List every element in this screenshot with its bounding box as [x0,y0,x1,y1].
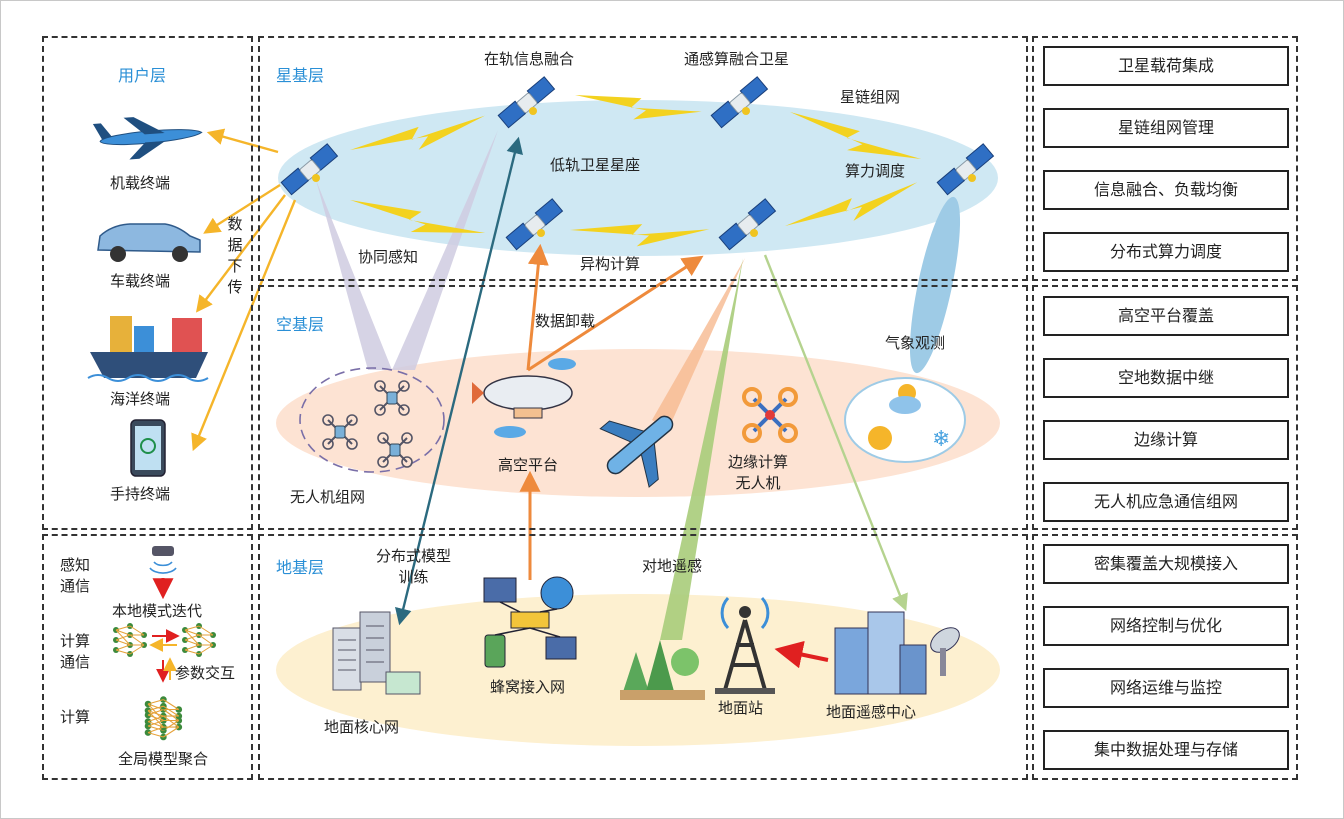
edge-beam [652,258,745,430]
ground-layer-title: 地基层 [276,558,325,577]
vehicle-terminal-label: 车载终端 [110,272,171,290]
function-box: 边缘计算 [1043,420,1289,460]
hap-label: 高空平台 [498,456,559,474]
function-box: 集中数据处理与存储 [1043,730,1289,770]
user-layer-panel [42,36,253,530]
drone-network-ring [299,367,445,473]
server-icon [332,611,421,695]
ground-station-icon [715,596,775,694]
function-box: 信息融合、负载均衡 [1043,170,1289,210]
downlink-arrow [195,194,286,313]
handheld-terminal-label: 手持终端 [110,485,171,503]
snowflake-icon: ❄ [932,427,950,452]
sun-icon [868,426,892,450]
star-layer-title: 星基层 [276,66,325,85]
phone-terminal-icon [130,419,166,477]
function-box: 星链组网管理 [1043,108,1289,148]
cellular-network-icon [483,576,577,668]
function-box: 网络运维与监控 [1043,668,1289,708]
star-link-label: 星链组网 [840,88,901,106]
heterogeneous-compute-label: 异构计算 [580,255,641,273]
distributed-training-label: 分布式模型 训练 [376,547,452,586]
star-functions-panel [1032,36,1298,281]
function-box: 卫星载荷集成 [1043,46,1289,86]
data-offload-label: 数据卸载 [535,312,596,330]
compute-label: 计算 [60,708,91,726]
drone-network-label: 无人机组网 [290,488,366,506]
learning-panel [42,534,253,780]
training-arrow [395,136,523,626]
downlink-arrow [206,128,279,154]
edge-drone-label: 边缘计算 无人机 [728,453,789,492]
cellular-network-label: 蜂窝接入网 [490,678,566,696]
ship-terminal-icon [87,316,209,382]
downlink-to-center-arrow [763,254,908,612]
star-layer-panel [258,36,1028,281]
earth-sensing-label: 对地遥感 [642,557,703,575]
cloud-icon [889,396,921,414]
compute-scheduling-label: 算力调度 [845,162,906,180]
airplane-terminal-icon [92,117,203,160]
sensor-icon [149,546,177,574]
edge-drone-icon [742,387,798,443]
downlink-arrow [191,199,297,452]
maritime-terminal-label: 海洋终端 [110,390,171,408]
function-box: 密集覆盖大规模接入 [1043,544,1289,584]
air-layer-title: 空基层 [276,315,325,334]
offload-arrow [527,255,704,372]
earth-sensing-beam [660,258,743,640]
remote-sensing-center-icon [834,611,960,695]
forest-icon [620,640,705,700]
offload-arrow [526,243,549,371]
ground-functions-panel [1032,534,1298,780]
car-terminal-icon [97,223,201,262]
global-aggregation-label: 全局模型聚合 [118,750,209,768]
air-functions-panel [1032,285,1298,530]
remote-sensing-center-label: 地面遥感中心 [826,703,917,721]
function-box: 空地数据中继 [1043,358,1289,398]
function-box: 无人机应急通信组网 [1043,482,1289,522]
fusion-satellite-label: 通感算融合卫星 [684,50,790,68]
param-exchange-label: 参数交互 [175,664,236,682]
function-box: 分布式算力调度 [1043,232,1289,272]
function-box: 高空平台覆盖 [1043,296,1289,336]
function-box: 网络控制与优化 [1043,606,1289,646]
ground-station-label: 地面站 [718,699,764,717]
weather-observation-label: 气象观测 [885,334,946,352]
onorbit-fusion-label: 在轨信息融合 [484,50,575,68]
air-layer-panel [258,285,1028,530]
sense-comm-label: 感知 通信 [60,556,91,595]
center-to-station-arrow [774,640,829,669]
sensing-beam-left [316,180,392,370]
cooperative-sensing-label: 协同感知 [358,248,419,266]
leo-constellation-label: 低轨卫星星座 [550,156,641,174]
downlink-arrow [203,183,281,234]
local-iteration-label: 本地模式迭代 [112,602,203,620]
user-layer-title: 用户层 [118,66,167,85]
core-network-label: 地面核心网 [324,718,400,736]
compute-comm-label: 计算 通信 [60,632,91,671]
airplane-icon [599,415,674,488]
airborne-terminal-label: 机载终端 [110,174,171,192]
downlink-label: 数据下传 [227,215,243,296]
ground-layer-panel [258,534,1028,780]
